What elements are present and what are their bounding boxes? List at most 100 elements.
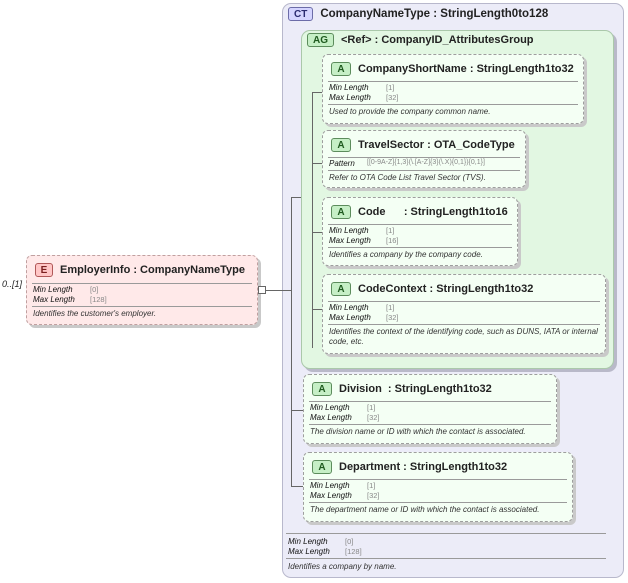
attribute-codecontext[interactable]: A CodeContext : StringLength1to32 Min Le… [322, 274, 606, 354]
divider [309, 479, 567, 480]
prop-value: [1] [386, 226, 395, 235]
connector-line [266, 290, 292, 291]
connector-line [291, 486, 304, 487]
prop-label: Max Length [288, 547, 330, 556]
divider [328, 157, 520, 158]
prop-label: Min Length [288, 537, 328, 546]
attribute-doc: Identifies a company by the company code… [329, 250, 483, 259]
prop-label: Min Length [310, 403, 350, 412]
element-title: EmployerInfo : CompanyNameType [60, 264, 245, 276]
divider [328, 104, 578, 105]
prop-label: Max Length [33, 295, 75, 304]
prop-value: [32] [367, 413, 380, 422]
prop-value: [1] [386, 83, 395, 92]
complex-type-title: CompanyNameType : StringLength0to128 [320, 8, 549, 20]
occurrence-label: 0..[1] [2, 279, 23, 289]
element-employerinfo[interactable]: E EmployerInfo : CompanyNameType Min Len… [26, 255, 258, 325]
attribute-header: A CompanyShortName : StringLength1to32 [331, 60, 574, 78]
connector-line [291, 197, 292, 487]
prop-value: [32] [386, 313, 399, 322]
attribute-header: A Department : StringLength1to32 [312, 458, 507, 476]
connector-line [312, 163, 323, 164]
divider [309, 502, 567, 503]
prop-value: [1] [367, 481, 376, 490]
attribute-icon: A [331, 205, 351, 219]
attribute-doc: The department name or ID with which the… [310, 505, 540, 514]
prop-label: Max Length [329, 236, 371, 245]
prop-value: [16] [386, 236, 399, 245]
prop-value: [1] [367, 403, 376, 412]
attribute-title: CompanyShortName : StringLength1to32 [358, 63, 574, 75]
connector-line [291, 410, 304, 411]
divider [286, 533, 606, 534]
attribute-header: A Code : StringLength1to16 [331, 203, 508, 221]
divider [309, 424, 551, 425]
attribute-header: A CodeContext : StringLength1to32 [331, 280, 533, 298]
prop-value: [0] [345, 537, 354, 546]
connector-line [312, 309, 323, 310]
attribute-department[interactable]: A Department : StringLength1to32 Min Len… [303, 452, 573, 522]
attribute-doc: Used to provide the company common name. [329, 107, 491, 116]
prop-label: Min Length [329, 226, 369, 235]
prop-label: Max Length [310, 413, 352, 422]
complex-type-doc: Identifies a company by name. [288, 562, 397, 571]
prop-value: [128] [90, 295, 107, 304]
connector-line [312, 232, 323, 233]
divider [328, 224, 512, 225]
attribute-header: A Division : StringLength1to32 [312, 380, 492, 398]
attribute-doc: Refer to OTA Code List Travel Sector (TV… [329, 173, 486, 182]
prop-value: [1] [386, 303, 395, 312]
attribute-title: Code : StringLength1to16 [358, 206, 508, 218]
attribute-title: Division : StringLength1to32 [339, 383, 492, 395]
prop-label: Min Length [329, 303, 369, 312]
connector-line [291, 197, 301, 198]
divider [286, 558, 606, 559]
attribute-header: A TravelSector : OTA_CodeType [331, 136, 515, 154]
divider [32, 306, 252, 307]
attribute-title: TravelSector : OTA_CodeType [358, 139, 515, 151]
prop-label: Min Length [310, 481, 350, 490]
attribute-group-icon: AG [307, 33, 334, 47]
prop-label: Max Length [310, 491, 352, 500]
prop-value: [32] [386, 93, 399, 102]
attribute-icon: A [331, 138, 351, 152]
attribute-travelsector[interactable]: A TravelSector : OTA_CodeType Pattern [[… [322, 130, 526, 188]
prop-value: [128] [345, 547, 362, 556]
prop-label: Max Length [329, 93, 371, 102]
attribute-icon: A [331, 282, 351, 296]
attribute-group-header[interactable]: AG <Ref> : CompanyID_AttributesGroup [307, 33, 534, 47]
divider [328, 301, 600, 302]
attribute-icon: A [312, 460, 332, 474]
divider [328, 324, 600, 325]
attribute-title: CodeContext : StringLength1to32 [358, 283, 534, 295]
divider [328, 81, 578, 82]
prop-value: [0] [90, 285, 99, 294]
divider [32, 283, 252, 284]
collapse-toggle-icon[interactable] [258, 286, 266, 294]
element-icon: E [35, 263, 53, 277]
prop-value: [32] [367, 491, 380, 500]
divider [309, 401, 551, 402]
attribute-icon: A [312, 382, 332, 396]
attribute-division[interactable]: A Division : StringLength1to32 Min Lengt… [303, 374, 557, 444]
prop-label: Min Length [329, 83, 369, 92]
prop-value: [[0-9A-Z]{1,3}(\.[A-Z]{3}(\.X){0,1}){0,1… [367, 159, 485, 166]
connector-line [312, 92, 313, 348]
attribute-code[interactable]: A Code : StringLength1to16 Min Length [1… [322, 197, 518, 266]
complex-type-header[interactable]: CT CompanyNameType : StringLength0to128 [288, 7, 548, 21]
complex-type-footer: Min Length [0] Max Length [128] Identifi… [282, 531, 624, 578]
connector-line [312, 92, 323, 93]
attribute-companyshortname[interactable]: A CompanyShortName : StringLength1to32 M… [322, 54, 584, 124]
attribute-title: Department : StringLength1to32 [339, 461, 508, 473]
prop-label: Max Length [329, 313, 371, 322]
attribute-group-title: <Ref> : CompanyID_AttributesGroup [341, 34, 534, 46]
attribute-doc: Identifies the context of the identifyin… [329, 327, 598, 346]
prop-label: Min Length [33, 285, 73, 294]
divider [328, 170, 520, 171]
complex-type-icon: CT [288, 7, 314, 21]
divider [328, 247, 512, 248]
element-header: E EmployerInfo : CompanyNameType [35, 261, 245, 279]
attribute-icon: A [331, 62, 351, 76]
attribute-doc: The division name or ID with which the c… [310, 427, 526, 436]
element-doc: Identifies the customer's employer. [33, 309, 157, 318]
